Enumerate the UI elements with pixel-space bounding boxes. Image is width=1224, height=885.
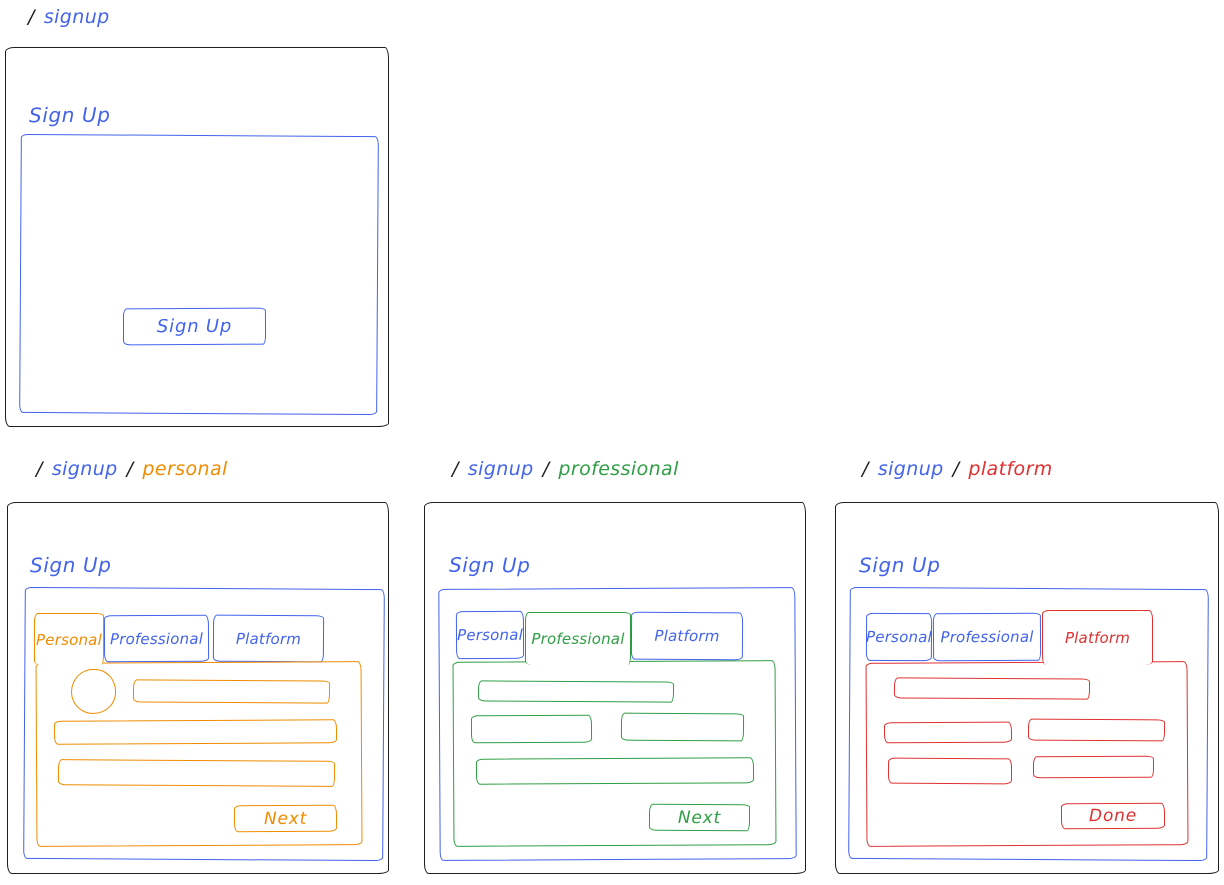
breadcrumb-segment: signup <box>467 458 534 480</box>
tab-platform[interactable]: Platform <box>1042 610 1153 665</box>
breadcrumb-segment: signup <box>43 6 110 28</box>
tab-professional[interactable]: Professional <box>525 612 631 665</box>
tab-platform[interactable]: Platform <box>630 611 744 661</box>
professional-step-screen: Sign Up Personal Professional Platform N… <box>424 502 806 874</box>
avatar-placeholder-icon[interactable] <box>71 669 116 714</box>
platform-step-screen: Sign Up Personal Professional Platform D… <box>835 502 1219 874</box>
tab-panel-professional <box>452 660 777 847</box>
tab-professional[interactable]: Professional <box>103 614 210 663</box>
tab-professional[interactable]: Professional <box>932 612 1042 662</box>
breadcrumb-segment: platform <box>968 458 1053 480</box>
breadcrumb-platform: / signup / platform <box>862 458 1053 480</box>
tab-personal[interactable]: Personal <box>34 613 104 665</box>
tab-panel-personal <box>35 661 363 847</box>
breadcrumb-segment: / <box>952 458 960 480</box>
breadcrumb-segment: / <box>862 458 869 480</box>
breadcrumb-segment: personal <box>142 458 228 480</box>
tab-personal[interactable]: Personal <box>455 610 525 660</box>
breadcrumb-signup: / signup <box>28 6 110 28</box>
breadcrumb-segment: professional <box>558 458 679 480</box>
page-title: Sign Up <box>858 552 941 578</box>
breadcrumb-segment: / <box>28 6 35 28</box>
breadcrumb-personal: / signup / personal <box>36 458 228 480</box>
breadcrumb-professional: / signup / professional <box>452 458 679 480</box>
page-title: Sign Up <box>29 552 112 578</box>
tab-personal[interactable]: Personal <box>865 612 933 662</box>
page-title: Sign Up <box>448 552 531 578</box>
breadcrumb-segment: / <box>542 458 550 480</box>
personal-step-screen: Sign Up Personal Professional Platform N… <box>7 502 389 874</box>
breadcrumb-segment: / <box>36 458 43 480</box>
breadcrumb-segment: / <box>452 458 459 480</box>
breadcrumb-segment: signup <box>51 458 118 480</box>
tab-platform[interactable]: Platform <box>212 614 325 663</box>
form-container <box>19 133 379 416</box>
page-title: Sign Up <box>28 102 111 128</box>
breadcrumb-segment: / <box>126 458 134 480</box>
breadcrumb-segment: signup <box>877 458 944 480</box>
signup-button[interactable]: Sign Up <box>122 307 267 346</box>
signup-screen: Sign Up Sign Up <box>5 47 389 427</box>
tab-panel-platform <box>865 661 1189 847</box>
